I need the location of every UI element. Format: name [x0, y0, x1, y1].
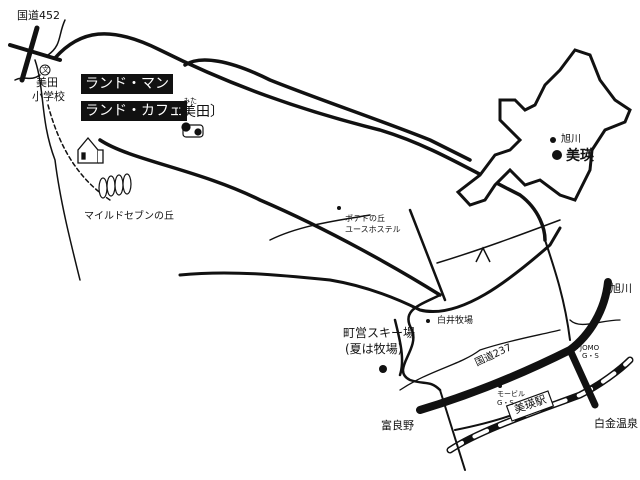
route-452-label: 国道452	[17, 9, 60, 22]
school-icon-circle	[39, 64, 51, 76]
route-237-road	[416, 278, 612, 414]
road-south	[401, 293, 442, 392]
mountain-icon	[475, 246, 491, 263]
asahikawa-label: 旭川	[610, 282, 632, 295]
road-east	[544, 239, 571, 341]
inset-biei-dot	[552, 150, 562, 160]
inset-asahikawa-label: 旭川	[561, 134, 581, 145]
inset-biei-label: 美瑛	[566, 148, 594, 164]
mobil-dot	[498, 384, 502, 388]
landman-label: ランド・マン	[81, 74, 173, 95]
trees-icon	[98, 173, 132, 199]
jomo-label-2: G・S	[582, 352, 599, 360]
mita-furigana: みた	[183, 97, 197, 105]
landcafe-label: ランド・カフェ	[81, 101, 187, 122]
school-name-1: 美田	[36, 76, 58, 89]
river	[14, 19, 66, 81]
mobil-label-1: モービル	[497, 390, 525, 398]
ski-label-1: 町営スキー場	[343, 326, 416, 340]
mobil-label-2: G・S	[497, 399, 514, 407]
road-potato	[269, 214, 371, 241]
jomo-dot	[575, 346, 578, 349]
mild-seven-hill-label: マイルドセブンの丘	[84, 211, 174, 222]
road-ridge	[183, 58, 472, 162]
shirogane-label: 白金温泉	[594, 417, 638, 430]
road-school	[34, 59, 81, 281]
cow-icon	[181, 122, 204, 138]
route-452-road	[19, 25, 40, 83]
railway-inner	[448, 358, 632, 452]
hokkaido-inset	[455, 48, 632, 207]
house-icon	[77, 136, 104, 164]
road-west	[8, 43, 62, 62]
school-name-2: 小学校	[32, 90, 65, 103]
station-box	[505, 390, 555, 422]
furano-label: 富良野	[381, 419, 414, 432]
road-landman	[98, 138, 442, 297]
mita-label: 〔美田〕	[168, 104, 224, 120]
road-main-north	[53, 32, 547, 242]
shirai-dot	[426, 319, 430, 323]
potato-hill-label-1: ポテトの丘	[345, 214, 385, 223]
shirai-farm-label: 白井牧場	[437, 316, 474, 326]
road-potato2	[408, 208, 447, 302]
ski-dot	[379, 365, 387, 373]
road-ski	[393, 318, 404, 377]
potato-dot	[337, 206, 341, 210]
jomo-label-1: JOMO	[580, 344, 600, 352]
road-cross1	[178, 226, 562, 313]
school-icon: 文	[42, 66, 49, 74]
road-cross2	[436, 219, 561, 264]
potato-hill-label-2: ユースホステル	[345, 225, 401, 234]
inset-asahikawa-dot	[550, 137, 556, 143]
ski-label-2: (夏は牧場)	[345, 342, 403, 356]
road-shirogane	[566, 346, 599, 409]
